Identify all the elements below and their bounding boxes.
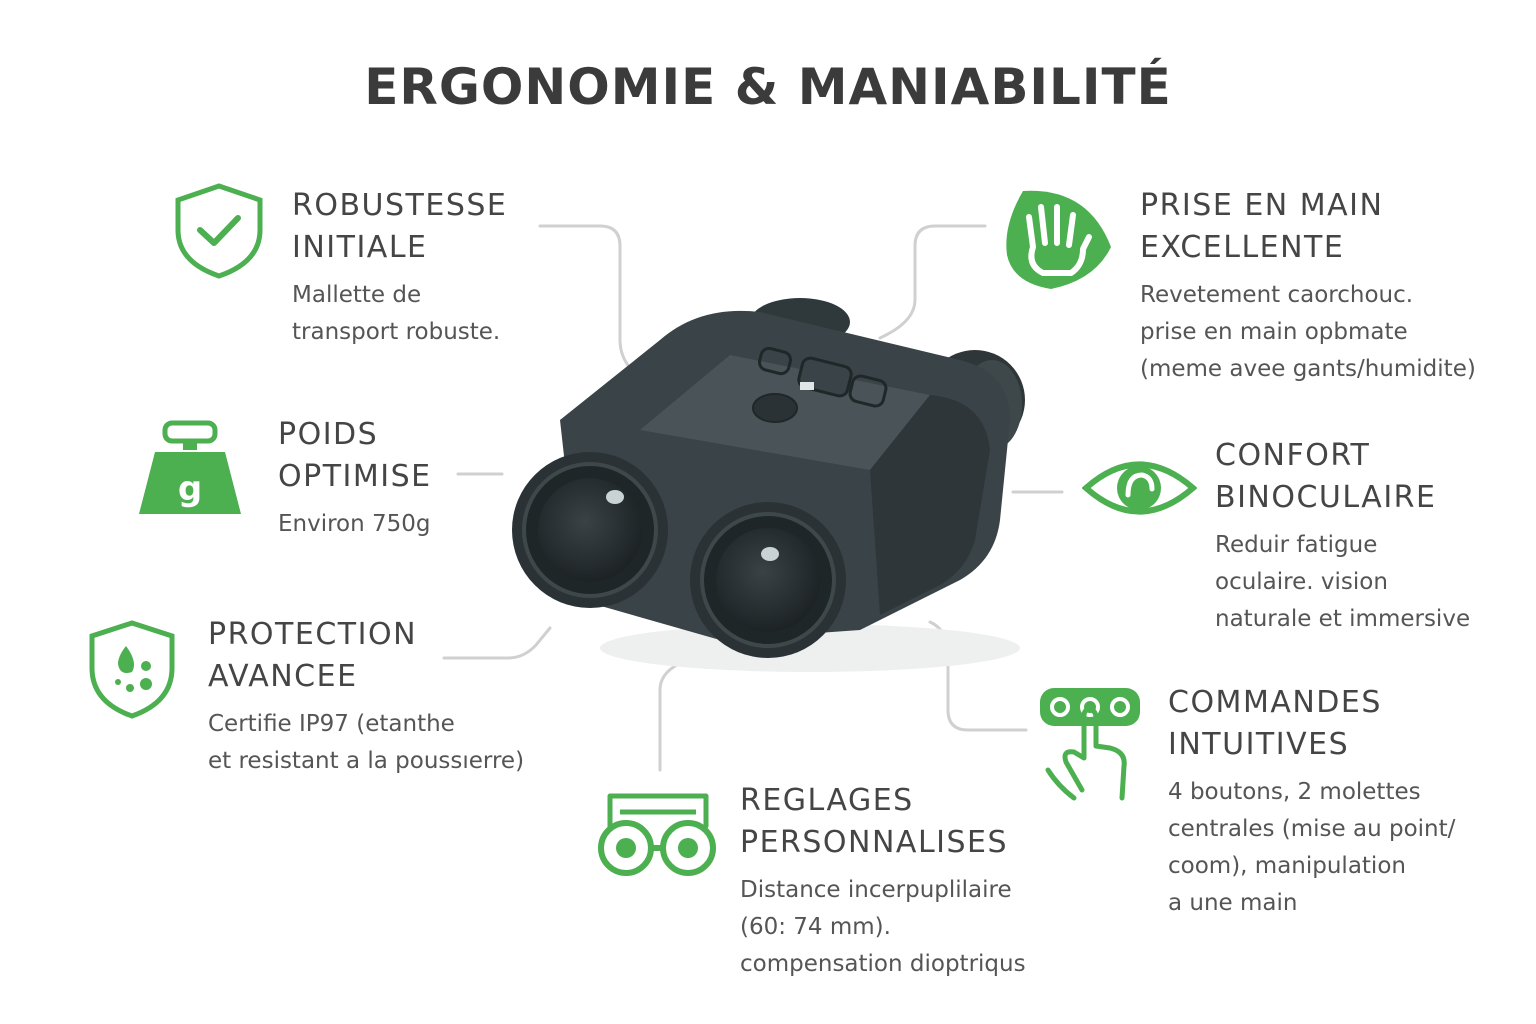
feature-commandes-desc-4: a une main xyxy=(1168,890,1298,916)
feature-confort: CONFORT BINOCULAIRE Reduir fatigue ocula… xyxy=(1215,435,1470,638)
feature-robustesse-desc-1: Mallette de xyxy=(292,282,422,308)
feature-protection-desc-2: et resistant a la poussıerre) xyxy=(208,748,525,774)
shield-water-icon xyxy=(89,620,175,719)
feature-robustesse-title-2: INITIALE xyxy=(292,230,428,265)
feature-robustesse-desc-2: transport robuste. xyxy=(292,319,501,345)
feature-prise-title-2: EXCELLENTE xyxy=(1140,230,1345,265)
feature-confort-desc-3: naturale et immersive xyxy=(1215,606,1471,632)
feature-commandes-title-2: INTUITIVES xyxy=(1168,727,1350,762)
connector-robustesse xyxy=(538,224,638,376)
feature-reglages-desc: Distance incerpuplilaire (60: 74 mm). co… xyxy=(740,872,1026,983)
feature-reglages-desc-3: compensation dioptriqus xyxy=(740,951,1026,977)
feature-reglages-desc-1: Distance incerpuplilaire xyxy=(740,877,1012,903)
feature-prise: PRISE EN MAIN EXCELLENTE Revetement caor… xyxy=(1140,185,1476,388)
feature-prise-desc: Revetement caorchouc. prise en main opbm… xyxy=(1140,277,1476,388)
feature-robustesse-title-1: ROBUSTESSE xyxy=(292,188,508,223)
feature-reglages-title-1: REGLAGES xyxy=(740,783,914,818)
feature-confort-title-1: CONFORT xyxy=(1215,438,1371,473)
feature-confort-title-2: BINOCULAIRE xyxy=(1215,480,1437,515)
page-title: ERGONOMIE & MANIABILITÉ xyxy=(364,58,1172,116)
weight-icon: g xyxy=(139,420,241,514)
feature-protection-desc-1: Certifie IP97 (etanthe xyxy=(208,711,455,737)
feature-protection-title-1: PROTECTION xyxy=(208,617,418,652)
connector-protection xyxy=(442,626,552,660)
feature-commandes: COMMANDES INTUITIVES 4 boutons, 2 molett… xyxy=(1168,682,1455,922)
binoculars-illustration xyxy=(512,298,1025,672)
feature-poids-desc-1: Environ 750g xyxy=(278,511,431,537)
feature-poids: POIDS OPTIMISE Environ 750g xyxy=(278,414,432,543)
feature-confort-desc-2: oculaire. vision xyxy=(1215,569,1388,595)
eye-icon xyxy=(1082,461,1197,515)
feature-prise-title-1: PRISE EN MAIN xyxy=(1140,188,1384,223)
feature-poids-desc: Environ 750g xyxy=(278,506,432,543)
feature-reglages-title-2: PERSONNALISES xyxy=(740,825,1009,860)
feature-prise-desc-2: prise en main opbmate xyxy=(1140,319,1408,345)
finger-press-icon xyxy=(1040,688,1140,801)
feature-confort-desc-1: Reduir fatigue xyxy=(1215,532,1378,558)
feature-protection: PROTECTION AVANCEE Certifie IP97 (etanth… xyxy=(208,614,524,780)
feature-prise-desc-3: (meme avee gants/humidite) xyxy=(1140,356,1476,382)
feature-reglages: REGLAGES PERSONNALISES Distance incerpup… xyxy=(740,780,1026,983)
feature-commandes-desc-1: 4 boutons, 2 molettes xyxy=(1168,779,1421,805)
feature-commandes-title-1: COMMANDES xyxy=(1168,685,1382,720)
binocular-adjust-icon xyxy=(598,793,716,876)
feature-reglages-desc-2: (60: 74 mm). xyxy=(740,914,891,940)
feature-prise-desc-1: Revetement caorchouc. xyxy=(1140,282,1414,308)
feature-poids-title-2: OPTIMISE xyxy=(278,459,432,494)
feature-protection-desc: Certifie IP97 (etanthe et resistant a la… xyxy=(208,706,524,780)
feature-robustesse: ROBUSTESSE INITIALE Mallette de transpor… xyxy=(292,185,507,351)
hand-icon xyxy=(1006,190,1111,289)
feature-robustesse-desc: Mallette de transport robuste. xyxy=(292,277,507,351)
feature-commandes-desc-3: coom), manipulation xyxy=(1168,853,1406,879)
svg-text:g: g xyxy=(178,469,202,509)
shield-check-icon xyxy=(175,183,263,279)
feature-protection-title-2: AVANCEE xyxy=(208,659,358,694)
feature-commandes-desc: 4 boutons, 2 molettes centrales (mise au… xyxy=(1168,774,1455,922)
connector-prise xyxy=(878,224,987,340)
feature-confort-desc: Reduir fatigue oculaire. vision naturale… xyxy=(1215,527,1470,638)
feature-commandes-desc-2: centrales (mise au point/ xyxy=(1168,816,1456,842)
feature-poids-title-1: POIDS xyxy=(278,417,379,452)
